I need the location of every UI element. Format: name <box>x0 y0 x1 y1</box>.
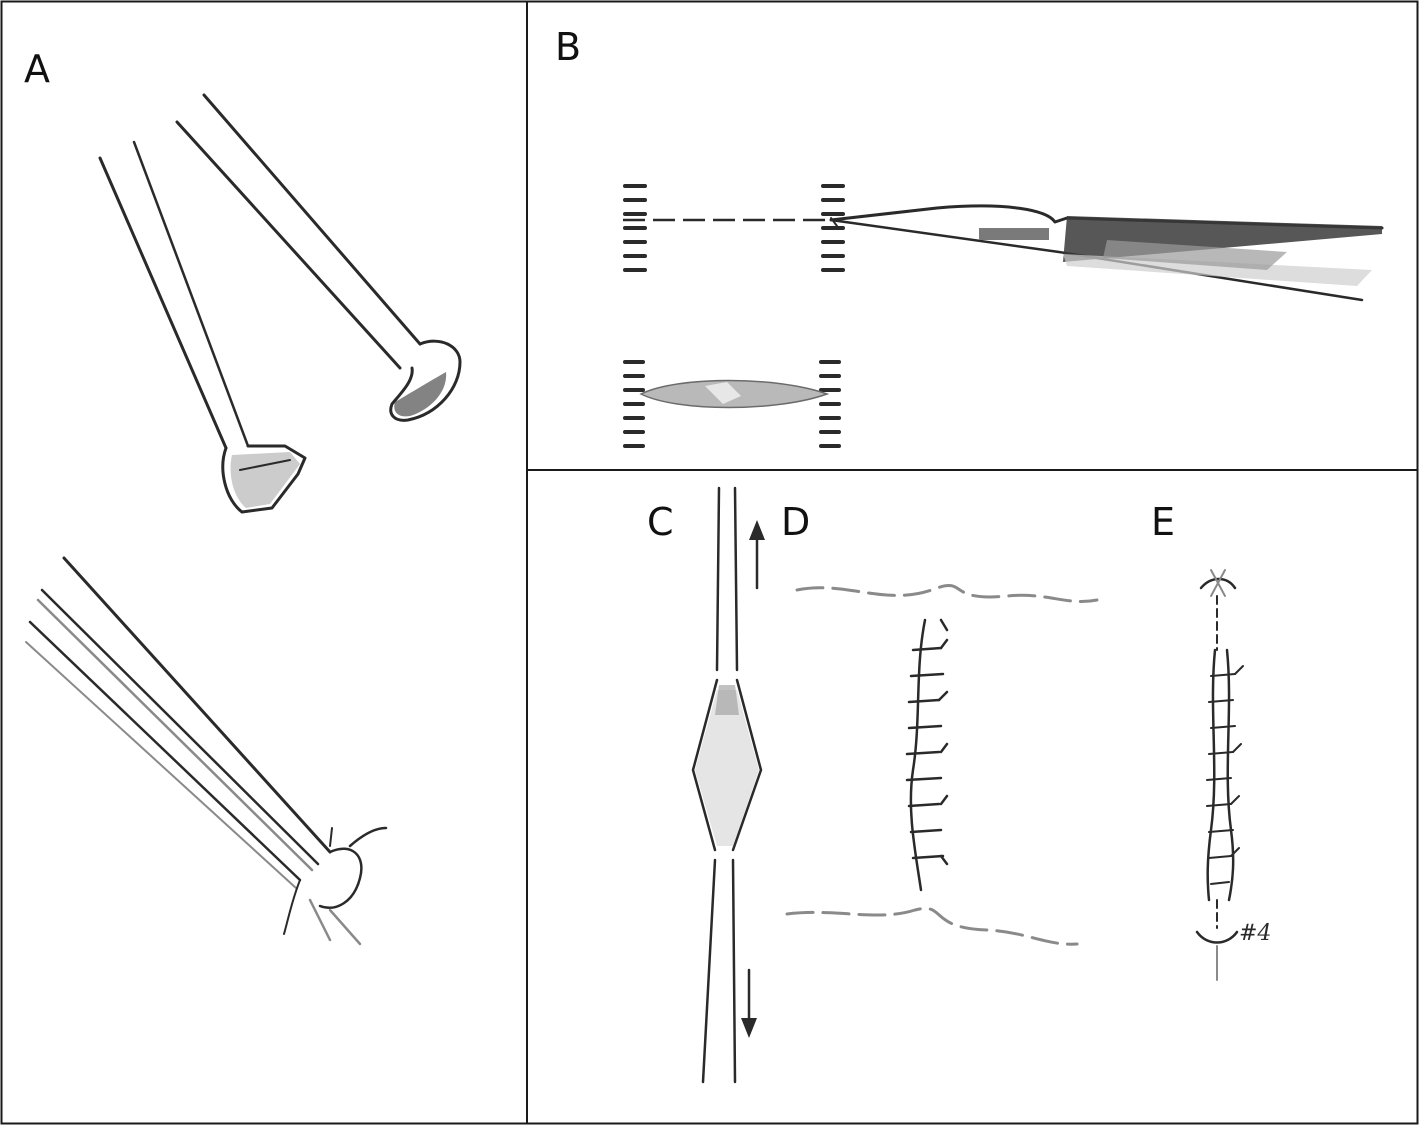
panel-b: B <box>527 0 1419 470</box>
running-suture-drawing <box>785 584 1099 946</box>
curette-illustrations <box>25 93 462 946</box>
hook-curette-drawing <box>175 93 462 422</box>
panel-cde: C D E <box>527 470 1419 1125</box>
scalpel-drawing <box>829 204 1384 302</box>
panel-a: A <box>0 0 527 1125</box>
panel-a-label: A <box>24 47 50 91</box>
panel-d-label: D <box>781 500 811 544</box>
panel-e-label: E <box>1151 500 1176 544</box>
suture-size-note: #4 <box>1239 921 1271 946</box>
skin-marking-ticks <box>623 184 845 448</box>
panel-c-label: C <box>647 500 674 544</box>
curette-in-use-drawing <box>25 556 388 946</box>
subcuticular-suture-drawing <box>1195 569 1244 981</box>
suture-illustrations: #4 <box>691 486 1271 1084</box>
excised-ellipse-drawing <box>639 379 830 409</box>
excision-illustration <box>623 184 1384 448</box>
panel-b-label: B <box>555 25 582 69</box>
flat-curette-drawing <box>98 140 307 514</box>
wound-tension-drawing <box>691 486 765 1084</box>
